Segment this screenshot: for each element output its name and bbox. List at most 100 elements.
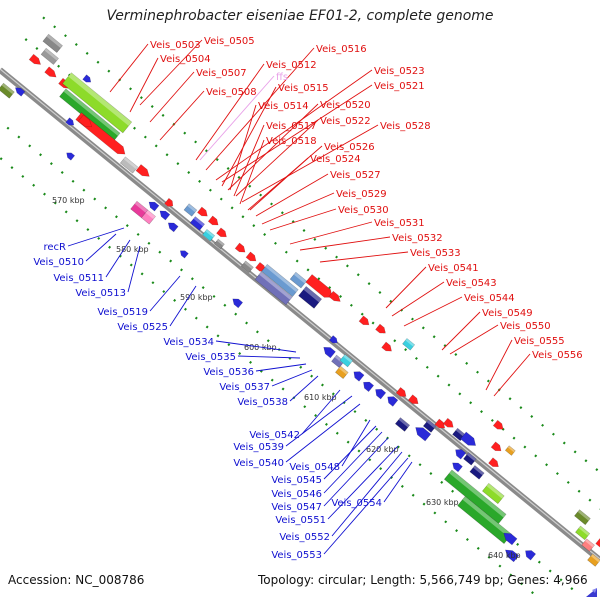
- feature-12: [0, 82, 15, 99]
- feature-36-shape: [289, 271, 308, 289]
- accession-text: Accession: NC_008786: [8, 573, 145, 587]
- feature-55: [407, 394, 419, 405]
- feature-label: Veis_0535: [185, 352, 236, 363]
- feature-25-shine: [145, 210, 156, 220]
- feature-78: [575, 525, 591, 541]
- kbp-tick-label: 580 kbp: [116, 245, 149, 254]
- feature-37-shape: [298, 286, 322, 309]
- feature-49: [353, 371, 365, 382]
- feature-11: [65, 117, 75, 126]
- feature-17-shape: [189, 216, 205, 231]
- feature-12-shape: [0, 82, 15, 99]
- feature-label: Veis_0508: [206, 87, 257, 98]
- feature-73-shine: [462, 496, 512, 538]
- feature-81: [587, 553, 600, 567]
- feature-79-shine: [584, 538, 595, 548]
- feature-19: [207, 215, 219, 226]
- feature-30: [234, 242, 246, 253]
- feature-64-shine: [473, 465, 485, 476]
- feature-71-shine: [449, 470, 507, 518]
- feature-77: [574, 509, 591, 526]
- feature-62: [463, 452, 477, 466]
- feature-label: Veis_0531: [374, 218, 425, 229]
- feature-67: [492, 419, 504, 430]
- leader-line: [289, 221, 373, 245]
- feature-18: [197, 206, 208, 217]
- feature-66-shape: [442, 417, 454, 428]
- feature-34: [254, 271, 293, 306]
- feature-70: [490, 441, 502, 452]
- genome-backbone: [0, 67, 600, 563]
- feature-63-shape: [452, 462, 463, 473]
- feature-34-shine: [259, 271, 293, 300]
- feature-50-shape: [363, 381, 375, 393]
- feature-label: Veis_0527: [330, 170, 381, 181]
- feature-71-shape: [443, 469, 507, 524]
- leader-line: [323, 457, 409, 555]
- feature-2-shape: [28, 53, 42, 65]
- feature-8: [77, 114, 93, 128]
- feature-50: [363, 381, 375, 393]
- feature-label: Veis_0549: [482, 308, 533, 319]
- feature-22-shine: [216, 239, 225, 246]
- feature-label: Veis_0540: [233, 458, 284, 469]
- feature-33-shape: [240, 260, 254, 274]
- feature-13-shape: [14, 87, 26, 97]
- topology-text: Topology: circular; Length: 5,566,749 bp…: [258, 573, 588, 587]
- feature-57: [415, 427, 432, 442]
- feature-label: Veis_0521: [374, 81, 425, 92]
- feature-37-shine: [303, 286, 322, 303]
- feature-16-shape: [183, 203, 198, 217]
- feature-47-shape: [339, 353, 354, 368]
- feature-label: Veis_0546: [271, 489, 322, 500]
- leader-line: [215, 69, 373, 181]
- zoom-corner-icon[interactable]: [584, 586, 598, 598]
- feature-24-shape: [130, 200, 149, 219]
- feature-31-shape: [245, 251, 257, 262]
- feature-label: Veis_0511: [53, 273, 104, 284]
- leader-line: [261, 192, 335, 225]
- leader-line: [127, 245, 141, 293]
- feature-74-shape: [503, 532, 518, 546]
- feature-52: [387, 396, 399, 407]
- leader-line: [323, 431, 383, 494]
- leader-line: [149, 71, 195, 123]
- leader-line: [319, 251, 409, 263]
- feature-20-shape: [216, 227, 227, 238]
- leader-line: [109, 43, 149, 93]
- feature-label: Veis_0516: [316, 44, 367, 55]
- feature-label: ffs: [276, 72, 288, 83]
- feature-label: Veis_0525: [117, 322, 168, 333]
- feature-1-shape: [40, 47, 59, 65]
- feature-9: [119, 156, 139, 174]
- kbp-tick-label: 590 kbp: [180, 293, 213, 302]
- feature-label: Veis_0510: [33, 257, 84, 268]
- feature-77-shine: [577, 509, 591, 521]
- feature-19-shape: [207, 215, 219, 226]
- feature-2: [28, 53, 42, 65]
- leader-line: [341, 419, 371, 467]
- feature-46-shape: [331, 354, 345, 369]
- frame-track-3: [0, 156, 544, 600]
- feature-43: [402, 338, 416, 351]
- leader-line: [247, 145, 323, 211]
- feature-44: [381, 341, 392, 352]
- leader-line: [233, 124, 265, 197]
- feature-1-shine: [44, 48, 59, 61]
- feature-72-shape: [482, 482, 505, 505]
- feature-label: Veis_0530: [338, 205, 389, 216]
- feature-39-shape: [328, 290, 341, 302]
- feature-69: [488, 457, 499, 468]
- feature-5-shine: [68, 72, 132, 126]
- feature-63: [452, 462, 463, 473]
- feature-37: [298, 286, 322, 309]
- feature-79-shape: [581, 538, 595, 552]
- feature-45: [323, 346, 336, 359]
- feature-29: [179, 250, 189, 259]
- feature-label: Veis_0507: [196, 68, 247, 79]
- feature-label: Veis_0543: [446, 278, 497, 289]
- feature-48-shape: [335, 365, 349, 380]
- feature-9-shine: [123, 156, 138, 170]
- feature-3: [44, 66, 57, 78]
- feature-43-shine: [405, 338, 415, 347]
